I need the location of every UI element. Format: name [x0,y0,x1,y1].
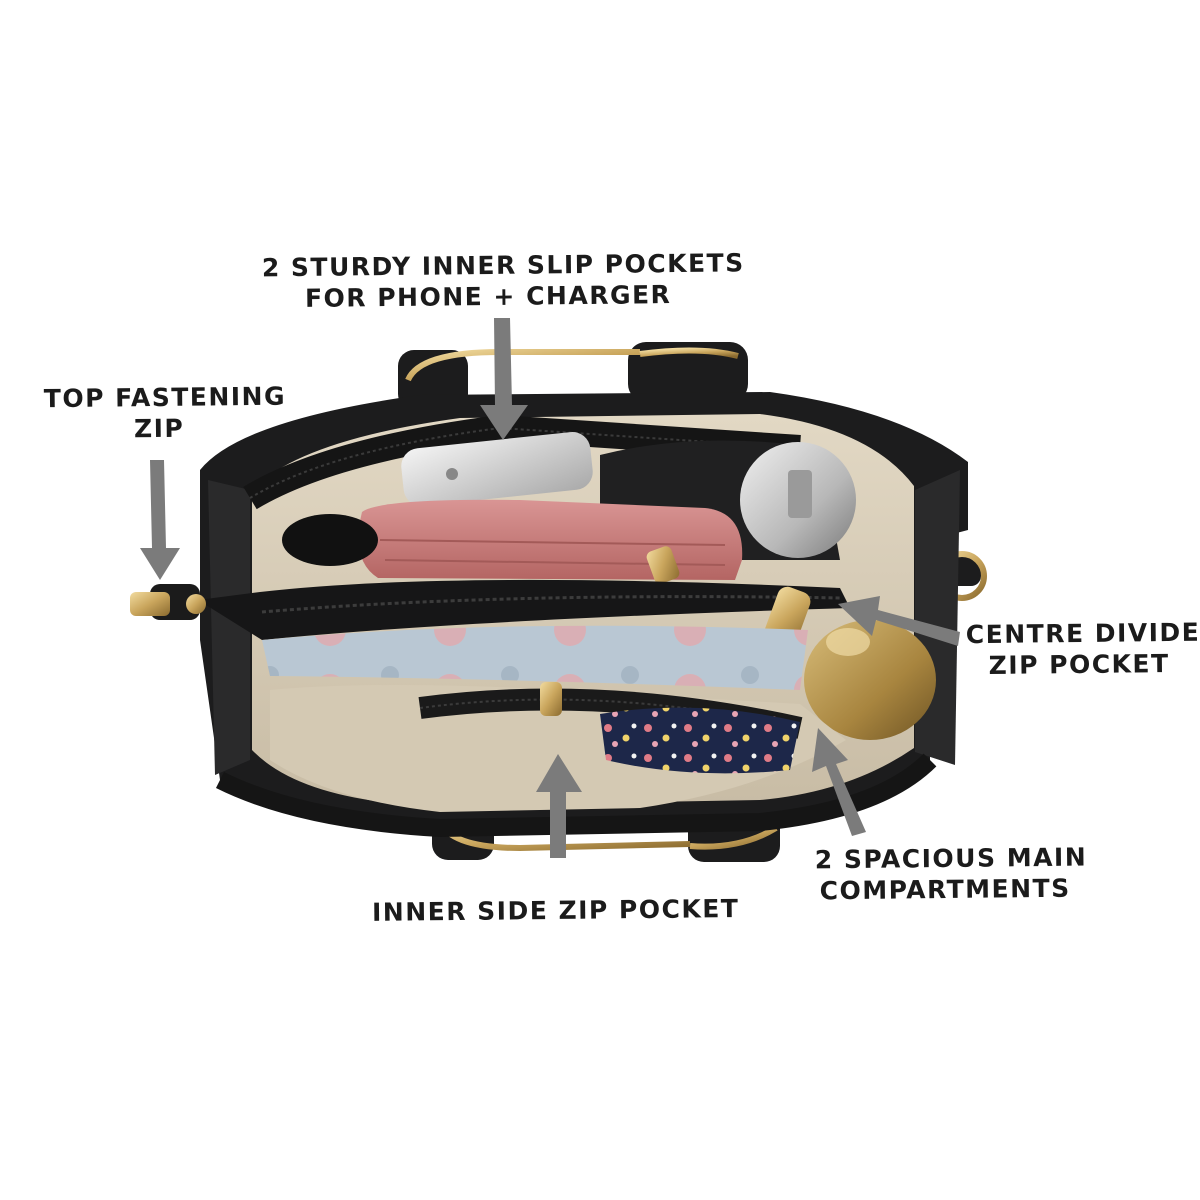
callout-inner-side-zip: INNER SIDE ZIP POCKET [371,893,740,928]
gold-bottle [804,620,936,740]
top-zip-pull [130,584,206,620]
phone-in-slip-pocket [401,432,593,506]
callout-main-compartments: 2 SPACIOUS MAIN COMPARTMENTS [814,842,1088,907]
callout-slip-pockets-line1: 2 STURDY INNER SLIP POCKETS [261,248,745,283]
callout-top-zip-line2: ZIP [133,413,185,444]
callout-slip-pockets-line2: FOR PHONE + CHARGER [304,280,672,313]
callout-top-zip-line1: TOP FASTENING [43,381,287,414]
steel-bottle [740,442,856,558]
callout-main-compartments-line2: COMPARTMENTS [819,873,1071,906]
callout-centre-divider: CENTRE DIVIDER ZIP POCKET [965,617,1200,681]
callout-centre-divider-line1: CENTRE DIVIDER [965,617,1200,650]
callout-inner-side-zip-line1: INNER SIDE ZIP POCKET [371,894,740,927]
callout-centre-divider-line2: ZIP POCKET [988,649,1170,680]
floral-wallet [540,682,800,774]
arrows [140,318,960,858]
floral-notebook [262,625,808,690]
callout-slip-pockets: 2 STURDY INNER SLIP POCKETS FOR PHONE + … [261,248,745,315]
callout-main-compartments-line1: 2 SPACIOUS MAIN [814,842,1088,875]
pink-pouch [358,499,743,584]
callout-top-zip: TOP FASTENING ZIP [43,381,287,445]
